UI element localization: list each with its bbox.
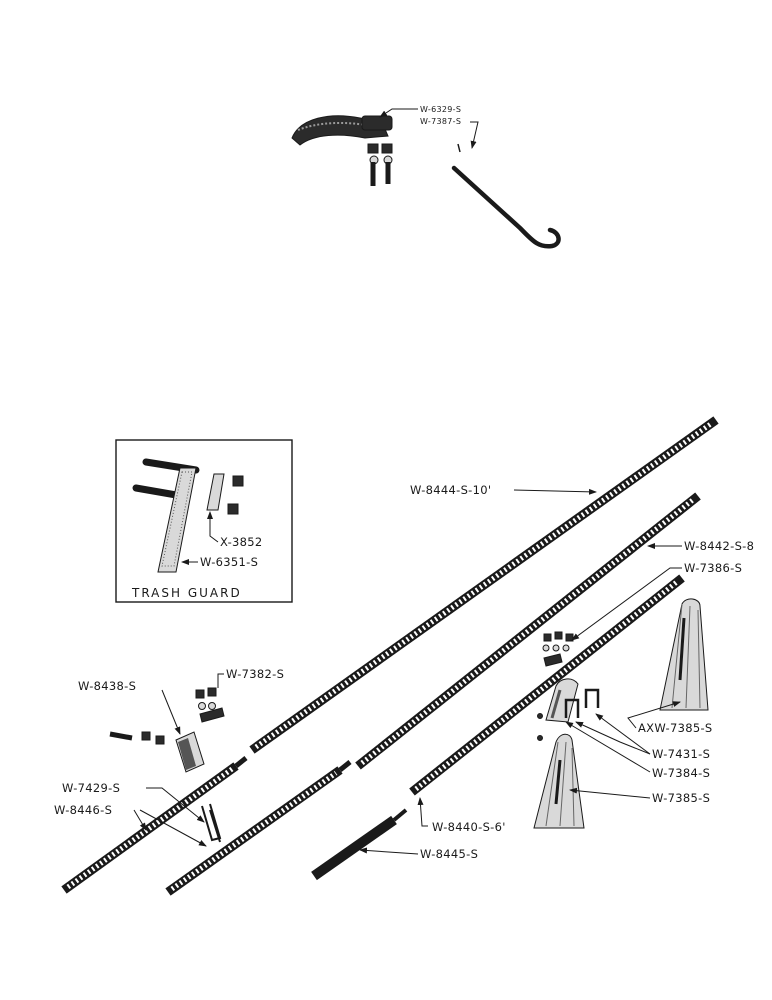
leader-clip xyxy=(379,108,418,118)
label-hook: W-7387-S xyxy=(420,117,461,126)
rod-8ft xyxy=(355,492,701,770)
leader-rod-7386 xyxy=(571,567,682,641)
label-shield-top: AXW-7385-S xyxy=(638,721,713,735)
leader-holder xyxy=(565,721,651,773)
leader-clamp xyxy=(217,673,224,688)
leader-shield-top xyxy=(627,701,681,729)
spring-clip-part xyxy=(291,115,393,186)
leader-bracket xyxy=(161,689,181,735)
rod-end-left xyxy=(61,756,248,894)
holder-part xyxy=(545,678,579,723)
rod-short xyxy=(311,808,408,881)
trash-guard-inset: X-3852 W-6351-S TRASH GUARD xyxy=(115,439,293,603)
leader-rod-end-b xyxy=(133,809,147,831)
hook-rod-part xyxy=(451,143,561,249)
clamp-part xyxy=(195,687,225,723)
label-rod-10: W-8444-S-10' xyxy=(410,483,491,497)
label-bracket: W-8438-S xyxy=(78,679,136,693)
label-clamp: W-7382-S xyxy=(226,667,284,681)
trash-guard-title: TRASH GUARD xyxy=(131,586,242,600)
rod-7386 xyxy=(409,574,685,796)
label-rod-7386: W-7386-S xyxy=(684,561,742,575)
rod-end-right xyxy=(165,760,352,896)
label-trash-guard: W-6351-S xyxy=(200,555,258,569)
label-ubolt: W-7429-S xyxy=(62,781,120,795)
label-ubolts-pair: W-7431-S xyxy=(652,747,710,761)
shield-top-part xyxy=(659,598,709,711)
leader-ubolts-b xyxy=(595,713,651,755)
leader-rod-short xyxy=(359,847,419,855)
ubolt-pair-part xyxy=(537,688,600,741)
label-holder: W-7384-S xyxy=(652,766,710,780)
label-rod-6: W-8440-S-6' xyxy=(432,820,506,834)
rod-10ft xyxy=(249,416,719,754)
label-rod-8: W-8442-S-8 xyxy=(684,539,754,553)
bracket-part xyxy=(109,731,205,773)
trash-guard-frame xyxy=(115,439,293,603)
label-rod-short: W-8445-S xyxy=(420,847,478,861)
trash-guard-bar xyxy=(157,467,197,573)
leader-ubolt xyxy=(146,787,205,823)
label-clip: W-6329-S xyxy=(420,105,461,114)
leader-shield xyxy=(569,787,651,799)
leader-rod-6 xyxy=(417,797,428,827)
leader-rod-10 xyxy=(513,488,597,495)
leader-rod-end-a xyxy=(139,809,207,847)
label-rod-end: W-8446-S xyxy=(54,803,112,817)
small-hardware-cluster xyxy=(542,631,574,667)
leader-hook xyxy=(470,121,479,149)
leader-ubolts-a xyxy=(575,721,651,755)
label-shield: W-7385-S xyxy=(652,791,710,805)
shield-bottom-part xyxy=(533,733,585,829)
trash-guard-strip xyxy=(206,473,225,511)
ubolt-part xyxy=(201,803,222,843)
label-trash-bar: X-3852 xyxy=(220,535,263,549)
